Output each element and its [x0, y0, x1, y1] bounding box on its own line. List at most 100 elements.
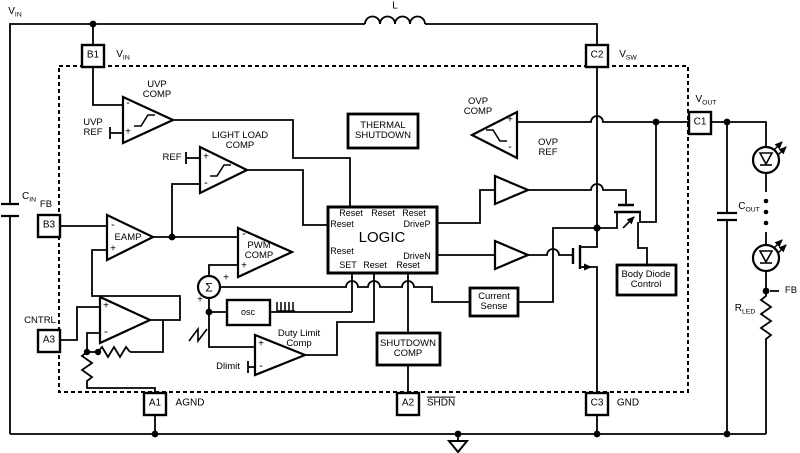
- summing-node: [196, 274, 222, 300]
- vout-rail: [517, 115, 767, 147]
- components: [36, 43, 781, 453]
- pin-b3: [36, 213, 62, 239]
- pin-b3-label: B3: [42, 219, 56, 231]
- body-diode-control-block: [615, 263, 678, 297]
- sigma-plus-bottom: +: [197, 294, 203, 306]
- osc-set-wire: [270, 273, 353, 313]
- cout-label: COUT: [738, 201, 760, 214]
- current-sense-tap-wire: [518, 227, 597, 303]
- a1-net-label: AGND: [175, 397, 205, 409]
- ref-terminal: [185, 152, 200, 164]
- thermal-shutdown-block: [346, 112, 420, 150]
- led-ellipsis-dot: [763, 209, 769, 215]
- current-sum-wire: [220, 280, 470, 303]
- driven-gate-wire: [528, 248, 573, 256]
- pin-c3-label: C3: [590, 397, 604, 409]
- b1-net-label: VIN: [116, 49, 130, 62]
- pin-b1-label: B1: [86, 49, 100, 61]
- ovp-plus: +: [507, 114, 513, 126]
- duty-out-wire: [305, 273, 375, 356]
- logic-port-reset-top-3: Reset: [402, 208, 426, 219]
- pmos-body-arrow: [622, 216, 635, 229]
- pmos-symbol: [614, 203, 641, 214]
- cout-capacitor-symbol: [717, 211, 737, 222]
- pwm-minus: -: [242, 228, 246, 241]
- shutdown-comp-block: [375, 331, 442, 367]
- logic-port-reset-bottom-2: Reset: [396, 260, 420, 271]
- pin-a3-label: A3: [42, 334, 56, 346]
- pin-a2: [395, 391, 421, 417]
- sigma-to-pwm-wire: [208, 264, 238, 276]
- c3-net-label: GND: [616, 397, 640, 409]
- pin-a3: [36, 328, 62, 354]
- led-ellipsis-dot: [763, 220, 769, 226]
- b1-wire: [92, 24, 123, 106]
- cntrl-amp-fb-wire: [86, 332, 100, 352]
- rled-resistor-symbol: [759, 291, 773, 434]
- pin-a1-label: A1: [148, 397, 162, 409]
- cin-label: CIN: [21, 191, 37, 204]
- ref-label: REF: [162, 151, 182, 163]
- eamp-plus: +: [110, 243, 116, 255]
- cntrl-amplifier: [98, 295, 153, 345]
- uvp-out-wire: [173, 119, 351, 207]
- dlimit-terminal: [247, 361, 255, 373]
- a3-wire: [60, 306, 100, 341]
- logic-port-set: SET: [339, 260, 357, 271]
- drivep-gate-wire: [528, 183, 627, 205]
- rled-label: RLED: [734, 303, 756, 316]
- b3-net-label: FB: [39, 198, 53, 210]
- cin-capacitor-symbol: [1, 202, 19, 218]
- vsw-rail: [581, 67, 598, 248]
- a3-net-label: CNTRL: [24, 314, 56, 326]
- inductor-label: L: [392, 0, 398, 12]
- c1-net-label: VOUT: [695, 94, 717, 107]
- logic-port-drivep: DriveP: [403, 219, 431, 230]
- pin-c2-label: C2: [590, 49, 604, 61]
- light-load-comparator: [198, 145, 250, 195]
- pin-c2: [584, 43, 610, 69]
- cntrl-amp-out-wire: [91, 249, 181, 321]
- fb-led-label: FB: [784, 284, 798, 296]
- junction-dots: [83, 20, 770, 438]
- pin-a1: [142, 391, 168, 417]
- logic-port-reset-top-1: Reset: [339, 208, 363, 219]
- drive-wires: [437, 189, 495, 256]
- ovp-hysteresis-icon: [486, 129, 507, 142]
- duty-minus: -: [259, 360, 263, 373]
- eamp-amplifier: [105, 213, 156, 262]
- pin-c1: [687, 110, 713, 136]
- nmos-symbol: [571, 245, 582, 269]
- llc-minus: -: [204, 177, 208, 190]
- ground-resistor-symbol: [80, 351, 156, 393]
- drivep-buffer: [493, 174, 531, 206]
- hysteresis-icons: [134, 114, 507, 177]
- osc-block: [225, 298, 272, 327]
- pmos-wires: [597, 122, 657, 265]
- vin-source-label: VIN: [8, 6, 22, 19]
- logic-port-reset-top-2: Reset: [371, 208, 395, 219]
- pwm-comparator: [236, 226, 295, 279]
- led-ellipsis-dot: [763, 198, 769, 204]
- logic-port-reset-bottom-1: Reset: [363, 260, 387, 271]
- cntrl-amp-plus: +: [103, 300, 109, 312]
- llc-plus: +: [203, 151, 209, 163]
- wires: [1, 15, 787, 441]
- led-diode-glyphs: [758, 152, 774, 264]
- dlimit-label: Dlimit: [216, 360, 240, 372]
- pin-c1-label: C1: [693, 116, 707, 128]
- logic-block: [326, 205, 439, 275]
- logic-port-driven: DriveN: [403, 251, 431, 262]
- pulse-train-icon: [276, 302, 295, 312]
